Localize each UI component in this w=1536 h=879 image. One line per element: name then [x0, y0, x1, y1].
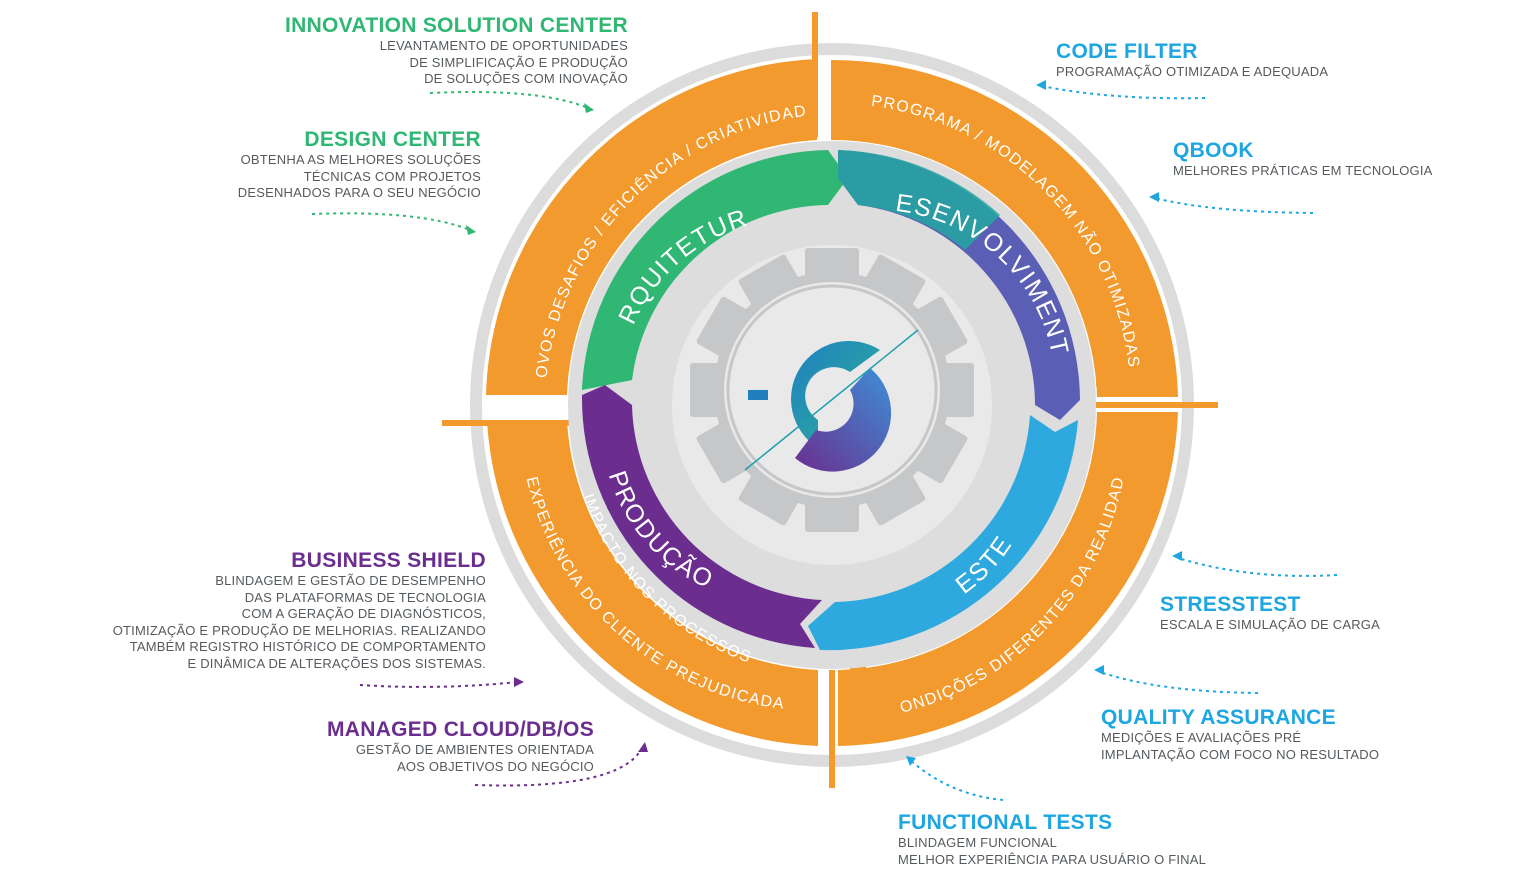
arrow-heads	[466, 80, 1182, 766]
callout-quality-assurance: QUALITY ASSURANCE MEDIÇÕES E AVALIAÇÕES …	[1101, 706, 1379, 763]
callout-title: DESIGN CENTER	[304, 128, 481, 151]
inner-cycle-ring	[581, 150, 1080, 651]
callout-desc: MEDIÇÕES E AVALIAÇÕES PRÉ	[1101, 730, 1302, 745]
arrow-qa	[1099, 671, 1259, 694]
callout-title: CODE FILTER	[1056, 40, 1198, 63]
callout-stresstest: STRESSTEST ESCALA E SIMULAÇÃO DE CARGA	[1160, 593, 1380, 634]
callout-title: QUALITY ASSURANCE	[1101, 706, 1336, 729]
company-logo	[744, 329, 919, 472]
callout-desc: COM A GERAÇÃO DE DIAGNÓSTICOS,	[241, 606, 486, 621]
callout-desc: DE SIMPLIFICAÇÃO E PRODUÇÃO	[409, 54, 628, 70]
callout-desc: OBTENHA AS MELHORES SOLUÇÕES	[240, 152, 481, 167]
callout-business-shield: BUSINESS SHIELD BLINDAGEM E GESTÃO DE DE…	[113, 549, 486, 672]
arrow-design	[311, 212, 471, 231]
callout-title: MANAGED CLOUD/DB/OS	[326, 718, 594, 741]
callout-code-filter: CODE FILTER PROGRAMAÇÃO OTIMIZADA E ADEQ…	[1056, 40, 1328, 81]
callout-desc: DESENHADOS PARA O SEU NEGÓCIO	[237, 185, 481, 200]
callout-desc: BLINDAGEM E GESTÃO DE DESEMPENHO	[215, 573, 486, 588]
callout-desc: ESCALA E SIMULAÇÃO DE CARGA	[1160, 617, 1380, 632]
callout-desc: PROGRAMAÇÃO OTIMIZADA E ADEQUADA	[1056, 64, 1329, 79]
arrow-innovation	[429, 91, 589, 109]
arrow-functional	[909, 759, 1004, 801]
callout-title: STRESSTEST	[1160, 593, 1301, 616]
callout-desc: IMPLANTAÇÃO COM FOCO NO RESULTADO	[1101, 746, 1380, 762]
arrow-business	[359, 681, 519, 688]
callout-desc: BLINDAGEM FUNCIONAL	[898, 835, 1058, 850]
arquitetura-segment	[582, 150, 848, 390]
callout-desc: E DINÂMICA DE ALTERAÇÕES DOS SISTEMAS.	[187, 655, 486, 671]
callout-desc: LEVANTAMENTO DE OPORTUNIDADES	[379, 38, 628, 53]
callout-desc: MELHORES PRÁTICAS EM TECNOLOGIA	[1173, 163, 1433, 178]
arrow-stresstest	[1177, 557, 1338, 577]
callout-desc: DE SOLUÇÕES COM INOVAÇÃO	[424, 71, 628, 86]
callout-arrows	[311, 85, 1338, 801]
callout-managed-cloud: MANAGED CLOUD/DB/OS GESTÃO DE AMBIENTES …	[327, 718, 594, 775]
arrow-qbook	[1154, 197, 1314, 214]
callout-title: BUSINESS SHIELD	[291, 549, 486, 572]
orange-quadrant-ring	[486, 59, 1178, 746]
callout-desc: OTIMIZAÇÃO E PRODUÇÃO DE MELHORIAS. REAL…	[112, 622, 486, 638]
callout-design: DESIGN CENTER OBTENHA AS MELHORES SOLUÇÕ…	[238, 128, 481, 202]
arrow-managed	[474, 747, 643, 787]
testes-segment	[808, 415, 1078, 651]
producao-segment	[581, 385, 822, 648]
callout-title: FUNCTIONAL TESTS	[898, 811, 1113, 834]
callout-desc: GESTÃO DE AMBIENTES ORIENTADA	[355, 742, 594, 757]
callout-desc: DAS PLATAFORMAS DE TECNOLOGIA	[244, 589, 486, 605]
callout-desc: AOS OBJETIVOS DO NEGÓCIO	[397, 758, 594, 774]
callout-desc: TÉCNICAS COM PROJETOS	[303, 168, 481, 184]
callout-functional-tests: FUNCTIONAL TESTS BLINDAGEM FUNCIONAL MEL…	[898, 811, 1206, 868]
arrow-codefilter	[1041, 85, 1206, 100]
desenvolvimento-teal	[838, 150, 1000, 250]
callout-title: INNOVATION SOLUTION CENTER	[284, 14, 628, 37]
callout-desc: TAMBÉM REGISTRO HISTÓRICO DE COMPORTAMEN…	[129, 639, 486, 654]
callout-innovation: INNOVATION SOLUTION CENTER LEVANTAMENTO …	[285, 14, 628, 88]
callout-desc: MELHOR EXPERIÊNCIA PARA USUÁRIO O FINAL	[898, 851, 1207, 867]
callout-qbook: QBOOK MELHORES PRÁTICAS EM TECNOLOGIA	[1173, 139, 1433, 180]
callout-title: QBOOK	[1173, 139, 1254, 162]
